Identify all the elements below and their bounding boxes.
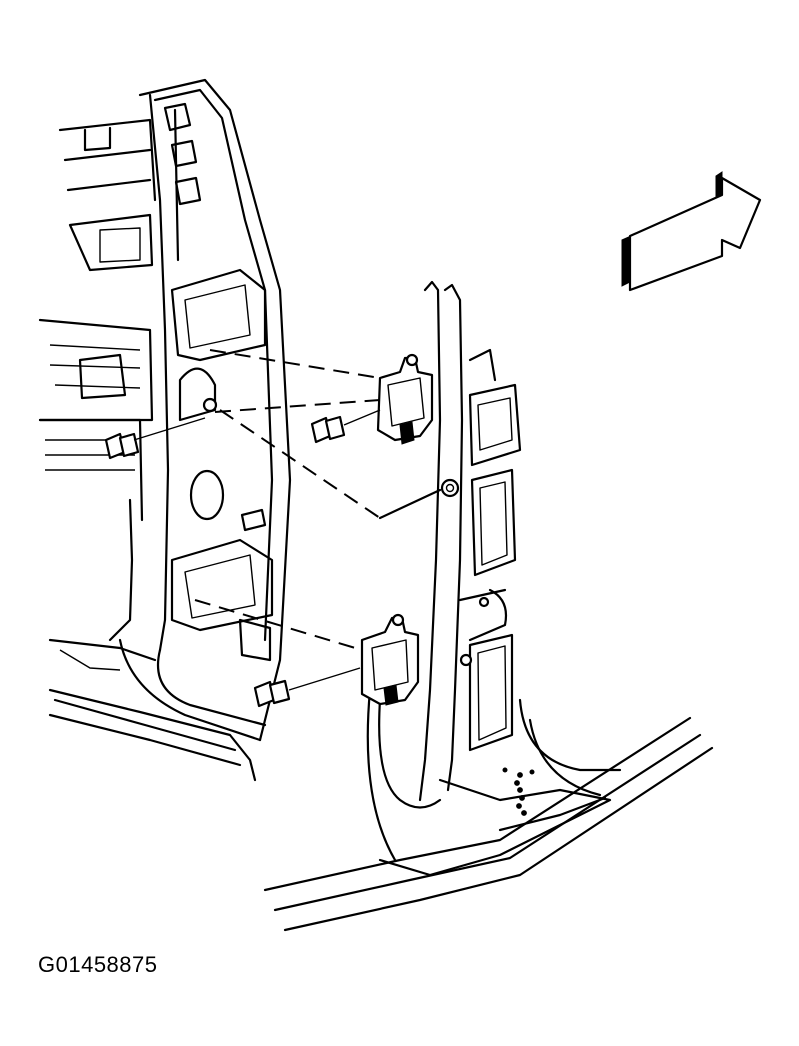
- door-b-pillar: [366, 280, 622, 862]
- bolt-upper-right: [310, 409, 381, 444]
- figure-id-label: G01458875: [38, 952, 158, 977]
- front-direction-arrow-icon: [621, 171, 762, 292]
- rocker-sill: [263, 716, 714, 932]
- bolt-upper-left: [104, 417, 206, 460]
- lower-hinge: [360, 613, 420, 706]
- bolt-lower: [253, 667, 361, 708]
- upper-hinge: [376, 353, 434, 445]
- body-pillar: [118, 78, 292, 742]
- pillar-nut: [440, 478, 460, 498]
- assembly-leader-lines: [194, 349, 442, 651]
- lower-pillar-bolt: [459, 653, 473, 667]
- door-inner-panel: [38, 118, 257, 782]
- rocker-dots: [502, 767, 535, 816]
